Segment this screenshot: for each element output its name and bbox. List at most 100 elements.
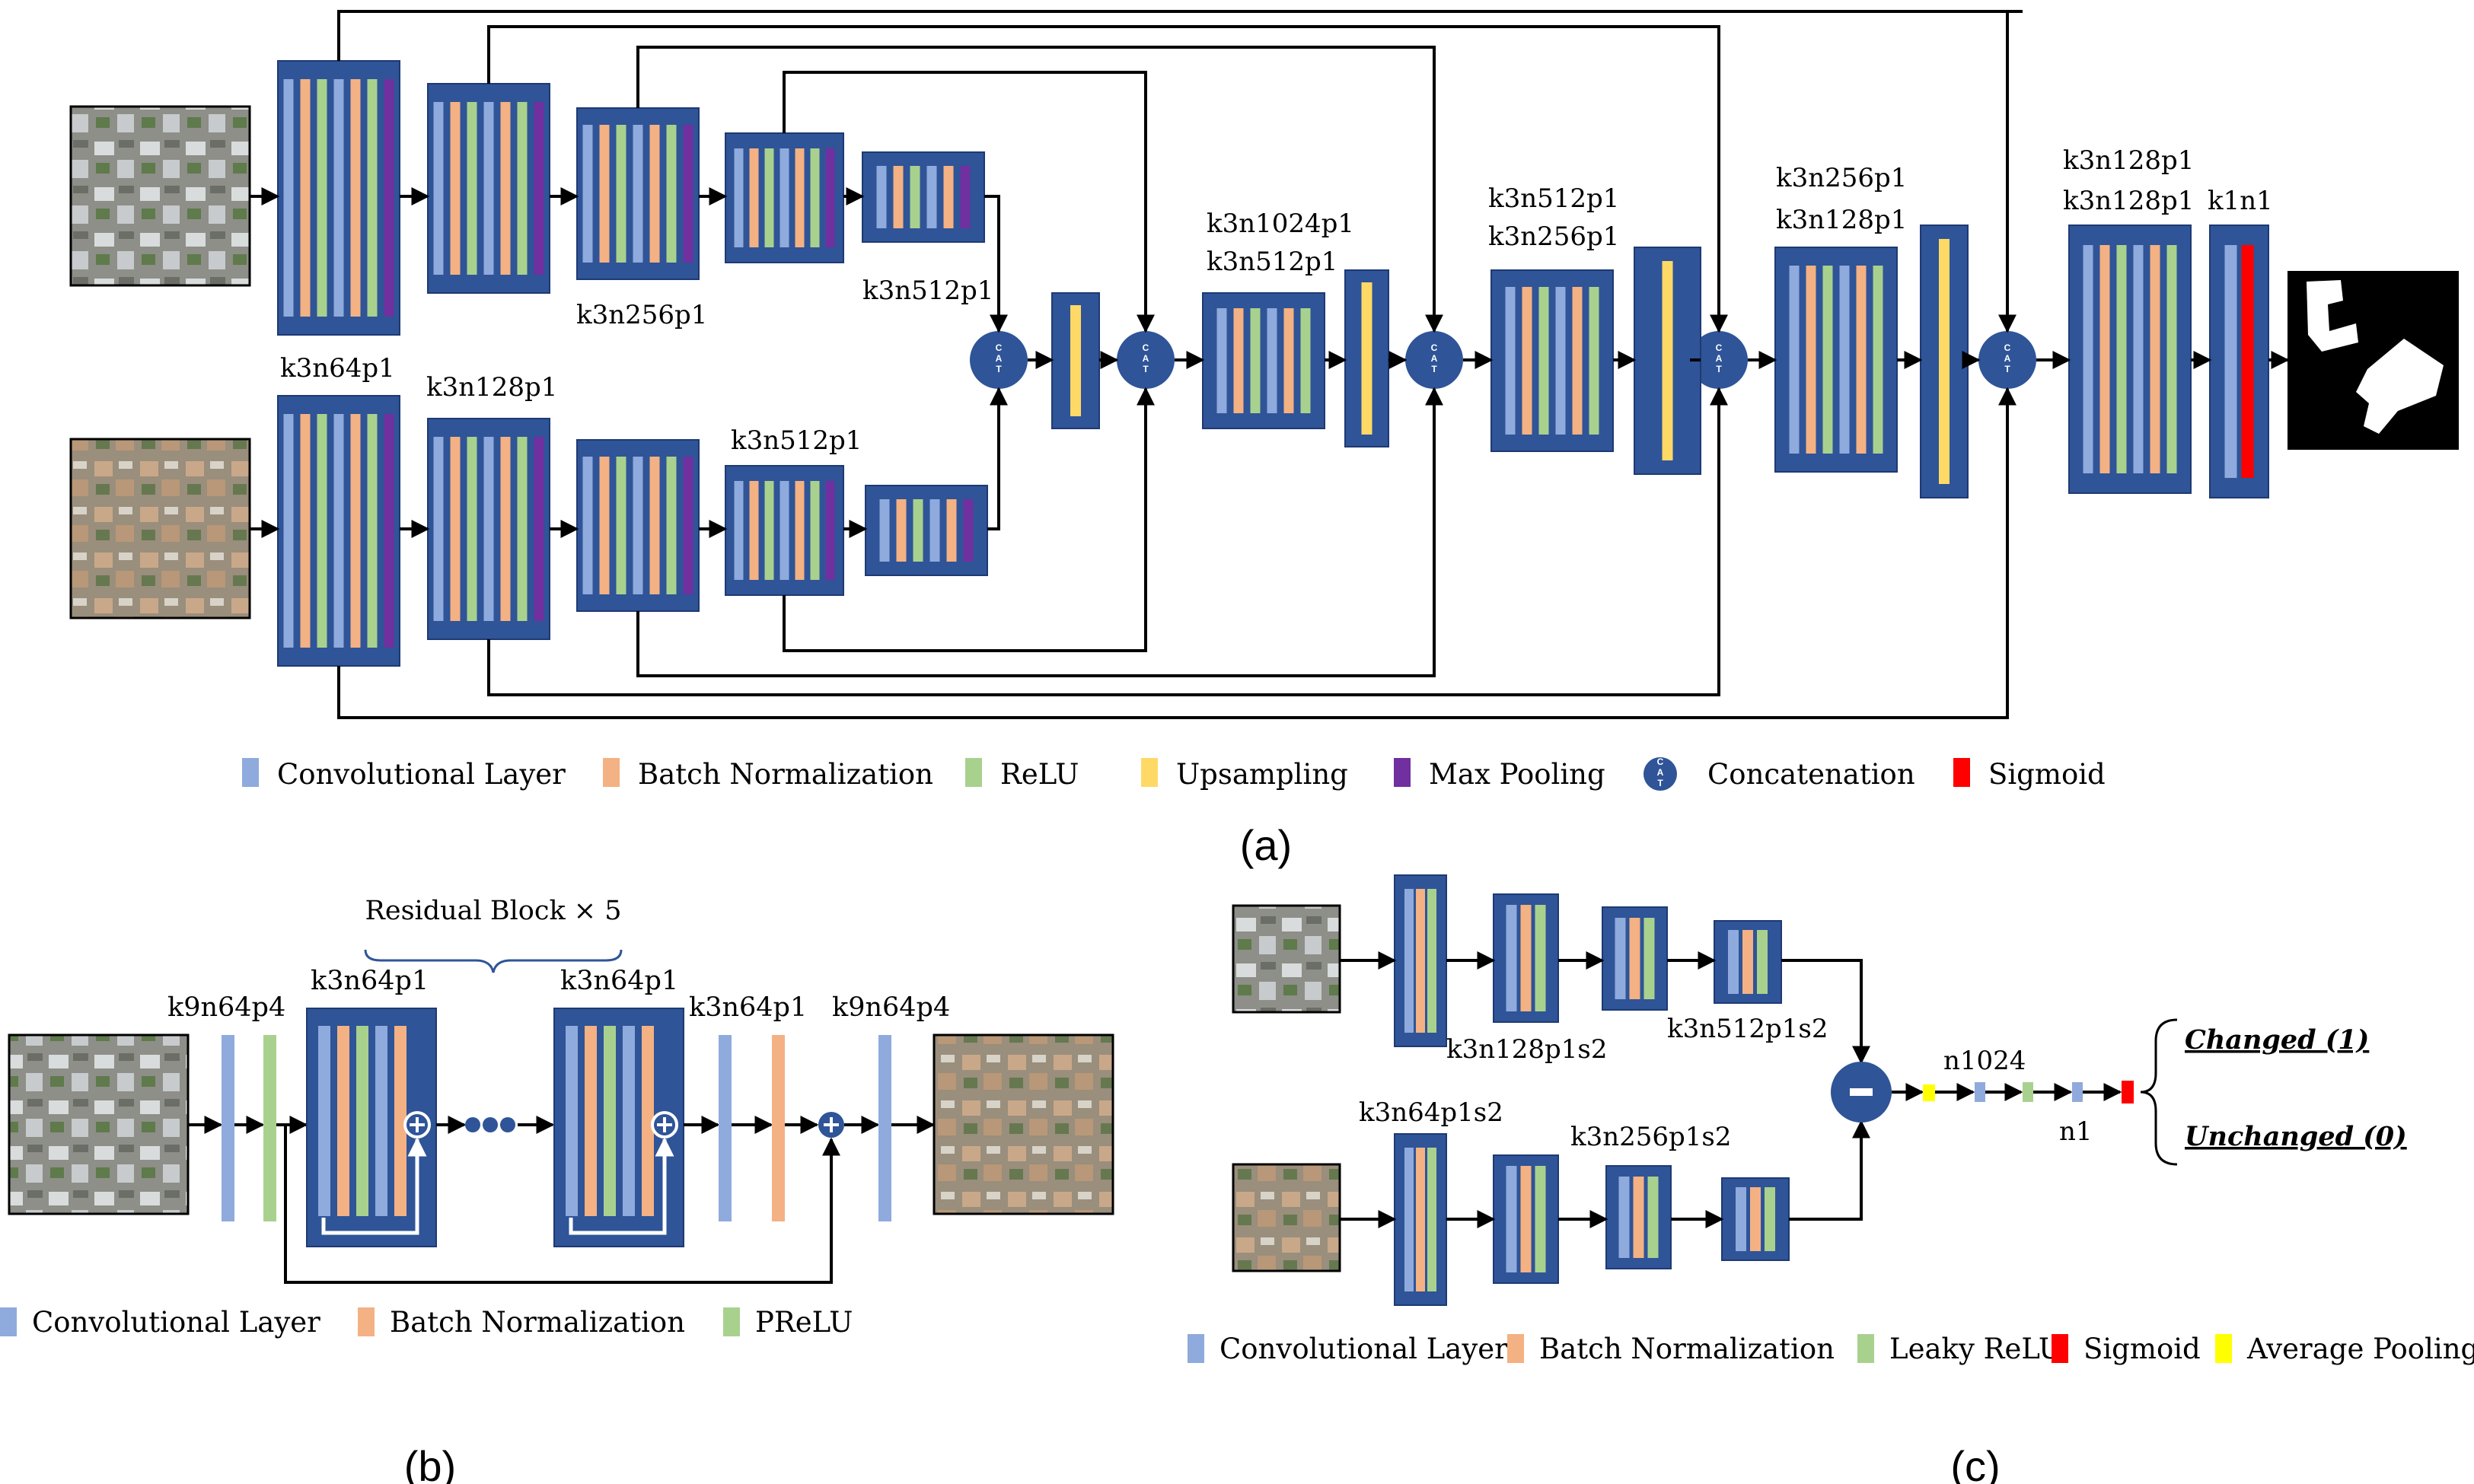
label-c-top2: k3n128p1s2 <box>1446 1034 1608 1065</box>
conv-strip <box>1728 930 1739 994</box>
arrow <box>1789 1119 1870 1221</box>
label-k3n128p1: k3n128p1 <box>426 372 557 403</box>
skip-connection <box>783 71 1155 333</box>
panel-a-unet: CATCATCATCATCATk3n256p1k3n512p1k3n64p1k3… <box>69 10 2459 869</box>
change-region <box>2356 339 2444 434</box>
bn-strip <box>350 414 361 648</box>
input-image-t2 <box>69 438 251 619</box>
legend-label: Leaky ReLU <box>1889 1333 2062 1365</box>
legend-label: Convolutional Layer <box>277 758 566 791</box>
skip-connection <box>636 387 1443 677</box>
concat-circle <box>1690 331 1748 389</box>
bn-strip <box>749 481 759 580</box>
concat-letter: T <box>1716 364 1722 374</box>
bn-strip <box>2099 245 2110 473</box>
avgpool-node <box>1923 1084 1935 1101</box>
bn-strip <box>450 437 461 621</box>
legend-swatch-relu <box>723 1307 740 1336</box>
bn-strip <box>1520 905 1532 1011</box>
conv-strip <box>1267 308 1277 413</box>
change-region <box>2307 280 2358 352</box>
relu-strip <box>367 79 378 317</box>
label-dec1-line1: k3n1024p1 <box>1207 209 1354 239</box>
bottleneck-top-feed <box>984 195 1008 333</box>
relu-strip <box>910 166 920 228</box>
maxpool-strip <box>825 481 835 580</box>
image-area <box>1232 1163 1341 1272</box>
bottleneck-bot-feed <box>987 387 1008 530</box>
output-change-map <box>2287 271 2459 450</box>
input-image-c1 <box>1232 904 1341 1014</box>
conv-strip <box>1404 1148 1414 1291</box>
relu-strip <box>1535 1166 1546 1272</box>
bn-strip <box>350 79 361 317</box>
enc-top-block-4 <box>725 132 844 263</box>
block-frame <box>2209 225 2269 498</box>
bn-strip <box>500 437 511 621</box>
ellipsis-dot <box>483 1117 498 1132</box>
legend-swatch-relu <box>1857 1334 1874 1363</box>
output-brace <box>2140 1018 2178 1166</box>
conv-strip <box>926 166 937 228</box>
label-dec2-line1: k3n512p1 <box>1488 183 1619 214</box>
conv-strip <box>780 481 789 580</box>
legend-swatch-maxpool <box>1394 758 1411 787</box>
label-dec3-line2: k3n128p1 <box>1776 205 1907 235</box>
bn-strip <box>394 1026 406 1216</box>
concat-letter: C <box>1657 756 1664 767</box>
conv-strip <box>333 414 344 648</box>
disc-bot-block-4 <box>1721 1177 1790 1261</box>
minus-icon <box>1850 1088 1873 1096</box>
dec-block-1 <box>1202 292 1325 429</box>
label-dec3-line1: k3n256p1 <box>1776 163 1907 193</box>
bn-strip <box>749 148 759 247</box>
disc-bot-block-3 <box>1605 1165 1672 1269</box>
concat-node-4: CAT <box>1690 331 1748 389</box>
bn-strip <box>1416 889 1425 1033</box>
legend-label: Sigmoid <box>2083 1333 2201 1365</box>
relu-strip <box>517 102 528 275</box>
label-c-top4: k3n512p1s2 <box>1667 1014 1828 1044</box>
skip-connection <box>487 25 1728 333</box>
maxpool-strip <box>384 414 394 648</box>
relu-strip <box>810 148 820 247</box>
label-out-conv: k9n64p4 <box>832 992 950 1023</box>
upsampling-strip <box>1662 261 1673 460</box>
label-c-bot1: k3n64p1s2 <box>1359 1097 1503 1128</box>
maxpool-strip <box>825 148 835 247</box>
relu-strip <box>1647 1177 1659 1258</box>
bn-strip <box>599 125 610 263</box>
image-area <box>69 105 251 287</box>
bn-strip <box>585 1026 597 1216</box>
enc-top-block-1 <box>277 60 400 336</box>
leaky-node <box>2023 1082 2033 1102</box>
legend-swatch-conv <box>242 758 259 787</box>
label-k3n512p1-bottom: k3n512p1 <box>731 425 862 456</box>
conv-strip <box>876 166 887 228</box>
bn-strip <box>1522 287 1532 435</box>
conv-strip <box>1839 266 1850 454</box>
bn-strip <box>1233 308 1244 413</box>
legend-label: Batch Normalization <box>1539 1333 1835 1365</box>
sigmoid-strip <box>2241 245 2254 478</box>
relu-strip <box>666 457 677 594</box>
legend-label: Upsampling <box>1176 758 1348 791</box>
input-image-t1 <box>69 105 251 287</box>
relu-strip <box>467 102 477 275</box>
legend-swatch-conv <box>1188 1334 1204 1363</box>
enc-bot-block-1 <box>277 395 400 667</box>
skip-connection <box>337 10 2023 333</box>
bn-strip <box>500 102 511 275</box>
conv-strip <box>2133 245 2144 473</box>
label-dec4-line2: k3n128p1 <box>2063 186 2194 216</box>
conv-strip <box>929 499 940 562</box>
maxpool-strip <box>534 437 544 621</box>
concat-circle <box>1405 331 1463 389</box>
bn-strip <box>893 166 904 228</box>
relu-strip <box>1427 1148 1436 1291</box>
dec-block-4 <box>2068 225 2192 494</box>
legend-swatch-bn <box>358 1307 375 1336</box>
